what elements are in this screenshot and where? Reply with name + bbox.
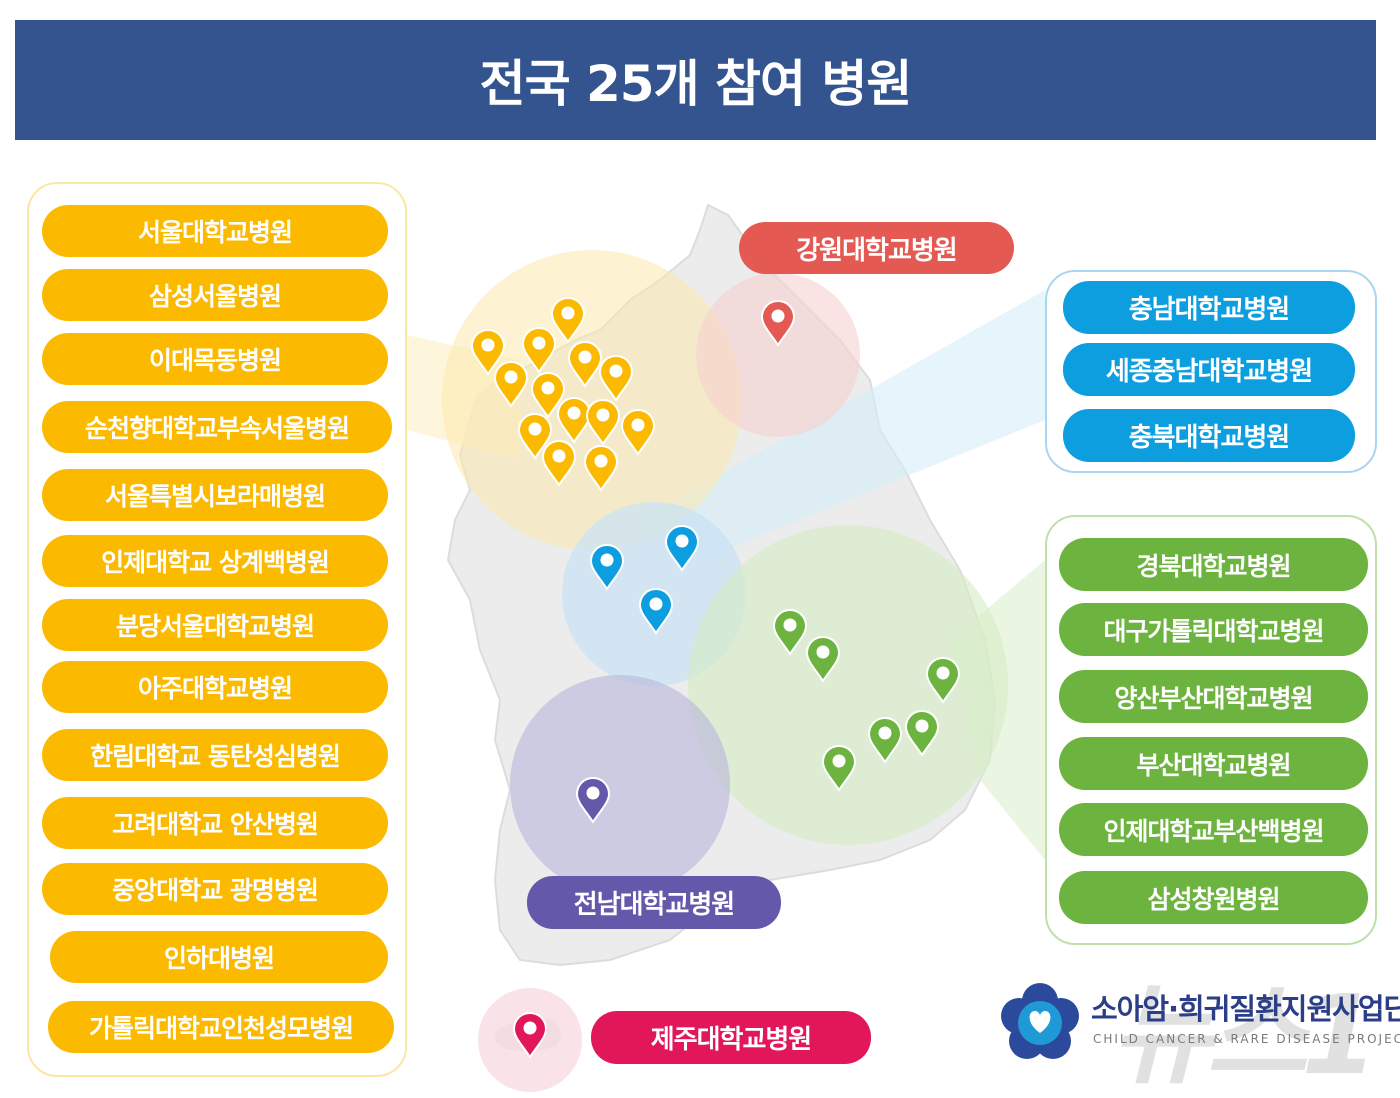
map-pin-icon [567, 340, 603, 388]
title-banner: 전국 25개 참여 병원 [15, 20, 1376, 140]
chungcheong-beam [640, 290, 1045, 560]
map-pin-icon [583, 444, 619, 492]
hospital-label-capital: 가톨릭대학교인천성모병원 [48, 1001, 394, 1053]
map-pin-icon [760, 299, 796, 347]
map-pin-icon [598, 354, 634, 402]
page-title: 전국 25개 참여 병원 [479, 55, 913, 113]
flower-heart-logo-icon [1001, 983, 1079, 1059]
map-pin-icon [530, 371, 566, 419]
map-pin-icon [575, 776, 611, 824]
map-pin-icon [589, 543, 625, 591]
hospital-label-gyeongsang: 부산대학교병원 [1059, 737, 1368, 790]
map-pin-icon [904, 709, 940, 757]
hospital-label-capital: 삼성서울병원 [42, 269, 388, 321]
map-pin-icon [585, 398, 621, 446]
map-pin-icon [512, 1011, 548, 1059]
hospital-label-gyeongsang: 인제대학교부산백병원 [1059, 803, 1368, 856]
map-pin-icon [470, 328, 506, 376]
hospital-label-capital: 분당서울대학교병원 [42, 599, 388, 651]
map-pin-icon [925, 656, 961, 704]
gyeongsang-region-circle [688, 525, 1008, 845]
organization-subtitle: CHILD CANCER & RARE DISEASE PROJECT [1093, 1032, 1400, 1046]
jeolla-region-circle [510, 675, 730, 895]
hospital-label-capital: 서울특별시보라매병원 [42, 469, 388, 521]
map-pin-icon [805, 635, 841, 683]
organization-logo: 소아암·희귀질환지원사업단 CHILD CANCER & RARE DISEAS… [995, 980, 1400, 1065]
hospital-label-capital: 순천향대학교부속서울병원 [42, 401, 392, 453]
organization-name: 소아암·희귀질환지원사업단 [1091, 992, 1400, 1026]
map-pin-icon [550, 296, 586, 344]
map-pin-icon [664, 524, 700, 572]
hospital-label-chungcheong: 충남대학교병원 [1063, 281, 1355, 334]
hospital-label-chungcheong: 충북대학교병원 [1063, 409, 1355, 462]
capital-region-circle [442, 250, 742, 550]
map-pin-icon [638, 587, 674, 635]
gangwon-region-circle [696, 273, 860, 437]
hospital-label-gyeongsang: 삼성창원병원 [1059, 871, 1368, 924]
hospital-label-chungcheong: 세종충남대학교병원 [1063, 343, 1355, 396]
news-watermark: 뉴스1 [1111, 971, 1378, 1098]
hospital-label-jeolla: 전남대학교병원 [527, 876, 781, 929]
map-pin-icon [521, 326, 557, 374]
map-pin-icon [620, 408, 656, 456]
map-pin-icon [493, 360, 529, 408]
hospital-label-gyeongsang: 대구가톨릭대학교병원 [1059, 603, 1368, 656]
map-pin-icon [517, 412, 553, 460]
hospital-label-capital: 고려대학교 안산병원 [42, 797, 388, 849]
hospital-label-gyeongsang: 양산부산대학교병원 [1059, 670, 1368, 723]
hospital-label-gangwon: 강원대학교병원 [739, 222, 1014, 274]
hospital-label-capital: 중앙대학교 광명병원 [42, 863, 388, 915]
hospital-label-capital: 인하대병원 [50, 931, 388, 983]
hospital-label-capital: 이대목동병원 [42, 333, 388, 385]
map-pin-icon [821, 744, 857, 792]
hospital-label-gyeongsang: 경북대학교병원 [1059, 538, 1368, 591]
map-pin-icon [541, 439, 577, 487]
hospital-label-capital: 아주대학교병원 [42, 661, 388, 713]
hospital-label-capital: 한림대학교 동탄성심병원 [42, 729, 388, 781]
hospital-label-capital: 서울대학교병원 [42, 205, 388, 257]
map-pin-icon [867, 716, 903, 764]
hospital-label-capital: 인제대학교 상계백병원 [42, 535, 388, 587]
map-pin-icon [772, 608, 808, 656]
hospital-label-jeju: 제주대학교병원 [591, 1011, 871, 1064]
